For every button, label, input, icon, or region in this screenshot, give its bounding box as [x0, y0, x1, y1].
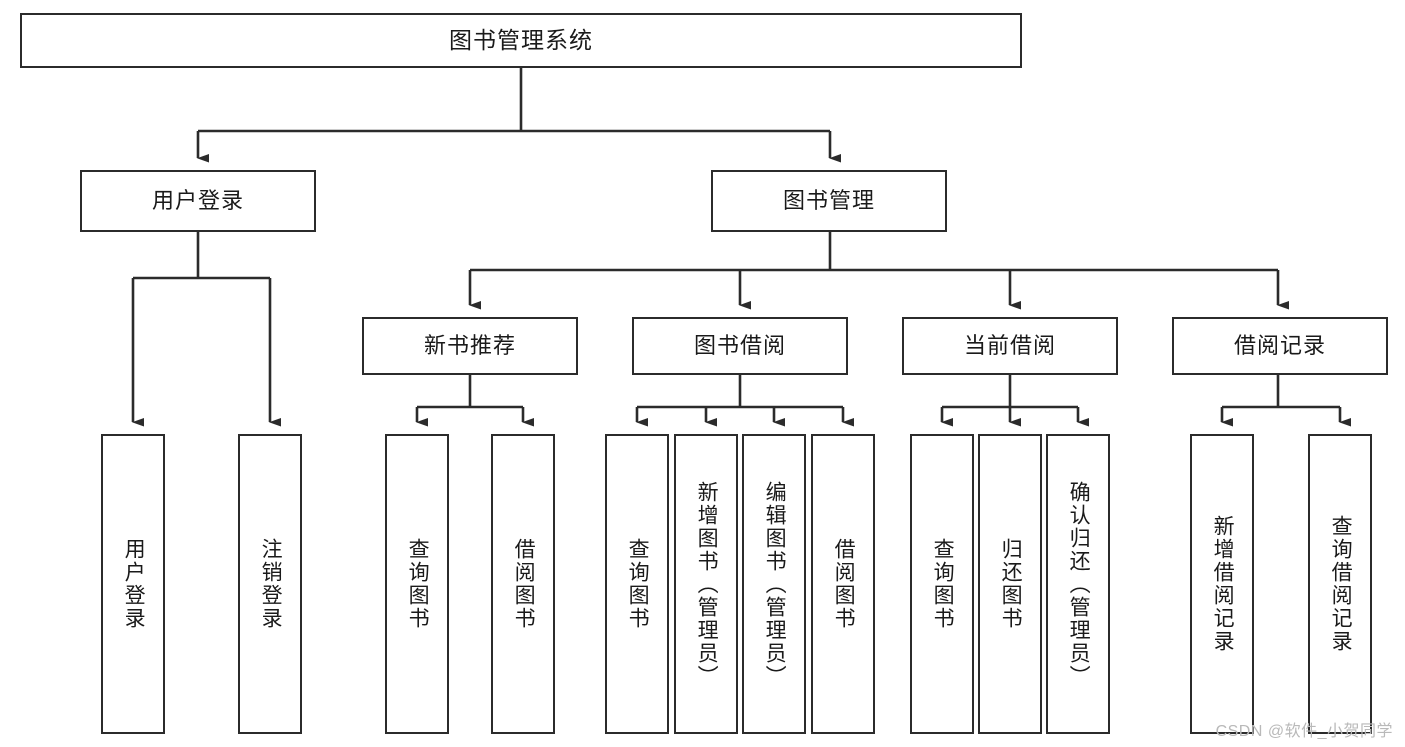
leaf-confirm-return-admin[interactable]: 确认归还（管理员）: [1046, 434, 1110, 734]
leaf-user-login[interactable]: 用户登录: [101, 434, 165, 734]
node-label: 图书管理: [782, 187, 875, 213]
node-borrow-record[interactable]: 借阅记录: [1172, 317, 1388, 375]
leaf-logout[interactable]: 注销登录: [238, 434, 302, 734]
node-label: 用户登录: [151, 187, 244, 213]
node-label: 确认归还（管理员）: [1067, 480, 1091, 688]
node-new-book-recommend[interactable]: 新书推荐: [362, 317, 578, 375]
node-label: 查询图书: [931, 538, 955, 630]
node-book-borrow[interactable]: 图书借阅: [632, 317, 848, 375]
node-label: 查询图书: [626, 538, 650, 630]
leaf-add-book-admin[interactable]: 新增图书（管理员）: [674, 434, 738, 734]
node-label: 新书推荐: [423, 332, 516, 358]
leaf-edit-book-admin[interactable]: 编辑图书（管理员）: [742, 434, 806, 734]
node-current-borrow[interactable]: 当前借阅: [902, 317, 1118, 375]
node-label: 借阅图书: [512, 538, 536, 630]
leaf-add-borrow-record[interactable]: 新增借阅记录: [1190, 434, 1254, 734]
node-label: 图书管理系统: [449, 26, 593, 53]
node-user-login[interactable]: 用户登录: [80, 170, 316, 232]
leaf-query-books-recommend[interactable]: 查询图书: [385, 434, 449, 734]
node-label: 注销登录: [259, 538, 283, 630]
node-label: 新增借阅记录: [1211, 515, 1235, 653]
node-book-management[interactable]: 图书管理: [711, 170, 947, 232]
leaf-borrow-book[interactable]: 借阅图书: [811, 434, 875, 734]
node-label: 用户登录: [122, 538, 146, 630]
node-label: 图书借阅: [693, 332, 786, 358]
node-label: 借阅记录: [1233, 332, 1326, 358]
node-label: 查询借阅记录: [1329, 515, 1353, 653]
node-label: 归还图书: [999, 538, 1023, 630]
leaf-borrow-books-recommend[interactable]: 借阅图书: [491, 434, 555, 734]
node-label: 编辑图书（管理员）: [763, 480, 787, 688]
leaf-query-books-current[interactable]: 查询图书: [910, 434, 974, 734]
node-root-book-management-system[interactable]: 图书管理系统: [20, 13, 1022, 68]
node-label: 查询图书: [406, 538, 430, 630]
leaf-return-book[interactable]: 归还图书: [978, 434, 1042, 734]
node-label: 借阅图书: [832, 538, 856, 630]
watermark-text: CSDN @软件_小贺同学: [1215, 723, 1393, 740]
node-label: 当前借阅: [963, 332, 1056, 358]
leaf-query-borrow-record[interactable]: 查询借阅记录: [1308, 434, 1372, 734]
leaf-query-books-borrow[interactable]: 查询图书: [605, 434, 669, 734]
node-label: 新增图书（管理员）: [695, 480, 719, 688]
